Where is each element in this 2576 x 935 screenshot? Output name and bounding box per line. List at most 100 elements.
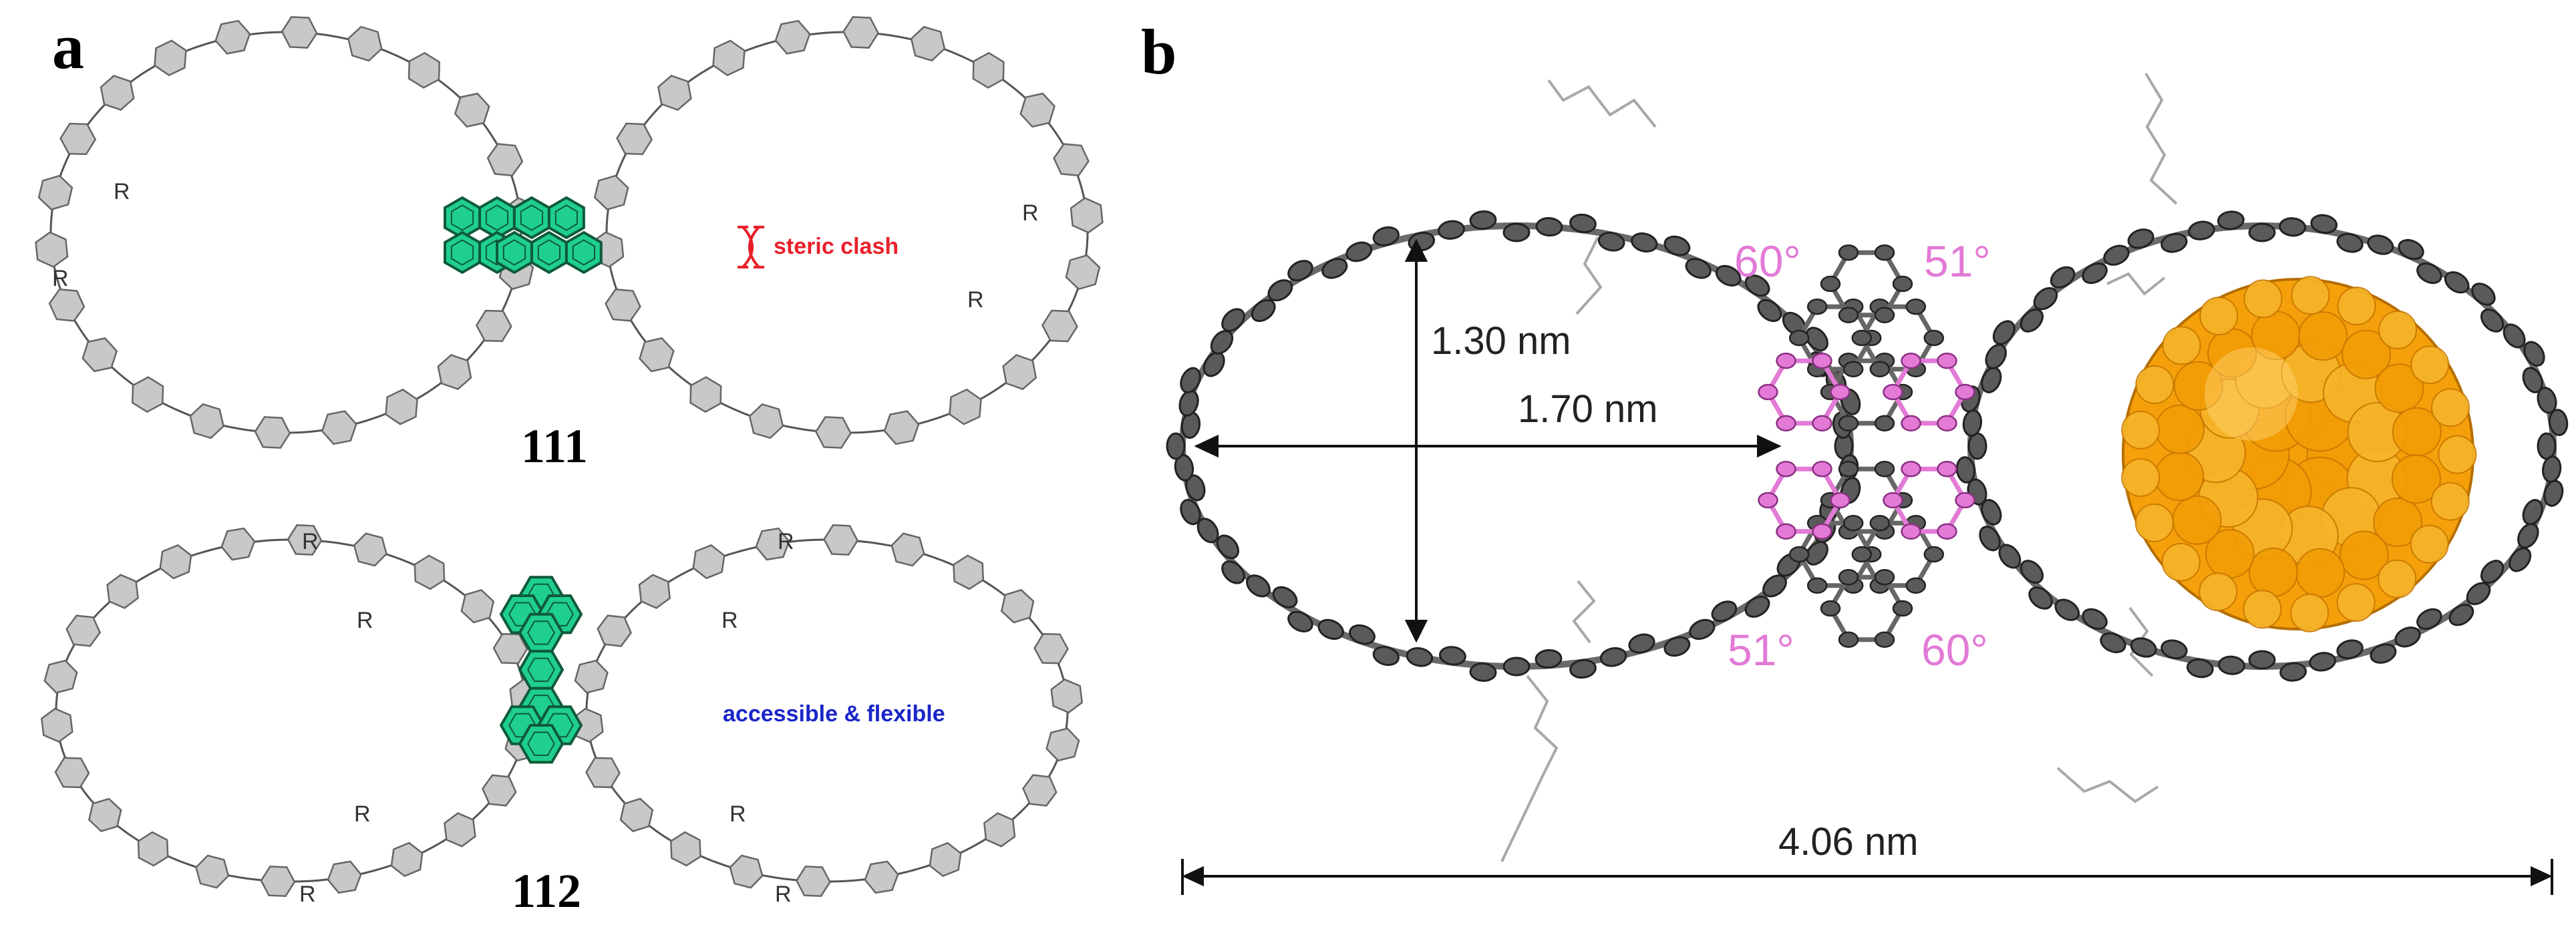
pink-atom	[1812, 460, 1832, 478]
loop-right-atom	[2082, 608, 2108, 630]
fullerene-facet	[2134, 503, 2174, 542]
pink-atom	[1937, 460, 1957, 478]
pah-core-112	[499, 576, 583, 764]
loop-right-atom	[2523, 341, 2545, 367]
loop-right-atom	[2444, 271, 2470, 294]
loop-left-atom	[1221, 308, 1245, 332]
pink-atom	[1812, 523, 1832, 540]
hoop-112-left-benzene	[287, 524, 323, 556]
nanohoop-112-left	[40, 524, 542, 897]
pink-atom	[1955, 492, 1975, 509]
hoop-111-left-benzene	[475, 309, 512, 343]
loop-left-atom	[1406, 647, 1434, 667]
fullerene-facet	[2438, 435, 2477, 474]
hoop-112-right-benzene	[692, 544, 726, 580]
fullerene-facet	[2155, 404, 2205, 454]
hoop-111-right-benzene	[1070, 197, 1104, 234]
hoop-112-right-benzene	[669, 831, 701, 867]
loop-right-atom	[2028, 586, 2053, 610]
hoop-111-left-benzene	[347, 25, 383, 62]
nanohoop-111-left	[35, 16, 537, 449]
pink-atom	[1812, 415, 1832, 432]
core-112-ring	[518, 650, 565, 690]
loop-right-atom	[2416, 262, 2442, 285]
core-112-ring	[518, 724, 565, 764]
loop-right-atom	[2336, 232, 2364, 253]
fullerene-facet	[2121, 458, 2160, 497]
loop-right-atom	[2398, 238, 2424, 260]
loop-left-atom	[1196, 518, 1219, 544]
hoop-111-left-benzene	[486, 143, 524, 177]
loop-right-atom	[2054, 598, 2080, 621]
loop-left-atom	[1599, 647, 1627, 667]
loop-left-atom	[1744, 595, 1770, 618]
loop-left-atom	[1689, 618, 1716, 640]
carbon-atom	[1905, 577, 1927, 594]
core-111-ring	[512, 196, 550, 240]
hoop-112-left-benzene	[444, 812, 476, 848]
hoop-111-left-benzene	[254, 416, 291, 449]
angle-label-1: 60°	[1734, 236, 1801, 286]
carbon-atom	[1838, 307, 1859, 324]
pink-atom	[1883, 492, 1903, 509]
pink-atom	[1812, 352, 1832, 369]
loop-right-atom	[2130, 637, 2157, 658]
angle-label-2: 51°	[1924, 236, 1991, 286]
pink-atom	[1901, 523, 1921, 540]
loop-left-atom	[1272, 586, 1298, 608]
hoop-111-right-benzene	[712, 39, 746, 77]
carbon-atom	[1838, 415, 1859, 432]
carbon-atom	[1892, 275, 1913, 293]
core-111-ring	[547, 196, 585, 240]
loop-right-atom	[2448, 604, 2474, 626]
hoop-112-left-benzene	[220, 527, 256, 561]
loop-right-atom	[2480, 308, 2505, 333]
loop-left-atom	[1469, 210, 1497, 230]
hoop-112-right-benzene	[755, 527, 790, 561]
hoop-111-right-benzene	[593, 174, 629, 211]
hoop-111-left-benzene	[35, 231, 69, 268]
loop-right-atom	[2548, 409, 2569, 436]
carbon-atom	[1869, 514, 1891, 532]
carbon-atom	[1923, 546, 1945, 563]
core-111-ring-inner	[520, 204, 543, 231]
core-111-ring-inner	[450, 204, 474, 231]
hoop-112-left-benzene	[54, 757, 90, 789]
steric-clash-label: steric clash	[774, 234, 899, 259]
hoop-112-left-benzene	[65, 614, 102, 647]
r-group-111-3: R	[1022, 200, 1039, 226]
loop-left-atom	[1180, 367, 1201, 393]
hoop-111-left-benzene	[100, 74, 135, 111]
pink-atom	[1901, 460, 1921, 478]
loop-left-atom	[1372, 226, 1400, 246]
carbon-atom	[1838, 568, 1859, 586]
core-112-ring-inner	[527, 731, 555, 756]
hoop-112-right-benzene	[823, 524, 859, 556]
carbon-atom	[1842, 514, 1864, 532]
carbon-atom	[1874, 460, 1895, 478]
length-label: 4.06 nm	[1778, 820, 1919, 864]
hoop-112-left-benzene	[40, 707, 73, 743]
hoop-111-right-benzene	[774, 19, 811, 55]
hoop-112-right-benzene	[929, 842, 962, 878]
hoop-111-left-benzene	[321, 410, 357, 445]
loop-right-atom	[2020, 560, 2044, 584]
hoop-111-left-benzene	[189, 403, 224, 439]
loop-right-atom	[2279, 217, 2307, 237]
loop-left-atom	[1216, 534, 1240, 560]
accessible-flexible-label: accessible & flexible	[723, 701, 945, 727]
hoop-111-left-benzene	[385, 388, 418, 425]
hoop-111-left-benzene	[82, 337, 118, 373]
hoop-111-left-benzene	[37, 174, 73, 211]
fullerene-guest	[2121, 276, 2477, 632]
hoop-111-right-benzene	[639, 337, 675, 373]
width-label: 1.70 nm	[1518, 387, 1658, 431]
length-arrow	[1181, 859, 2553, 895]
width-arrow	[1194, 434, 1782, 458]
loop-left-atom	[1535, 217, 1563, 237]
hoop-111-right-benzene	[748, 403, 784, 439]
loop-left-atom	[1202, 351, 1225, 377]
hoop-111-left-benzene	[131, 376, 164, 413]
carbon-atom	[1788, 329, 1810, 347]
hoop-112-left-benzene	[414, 554, 446, 590]
